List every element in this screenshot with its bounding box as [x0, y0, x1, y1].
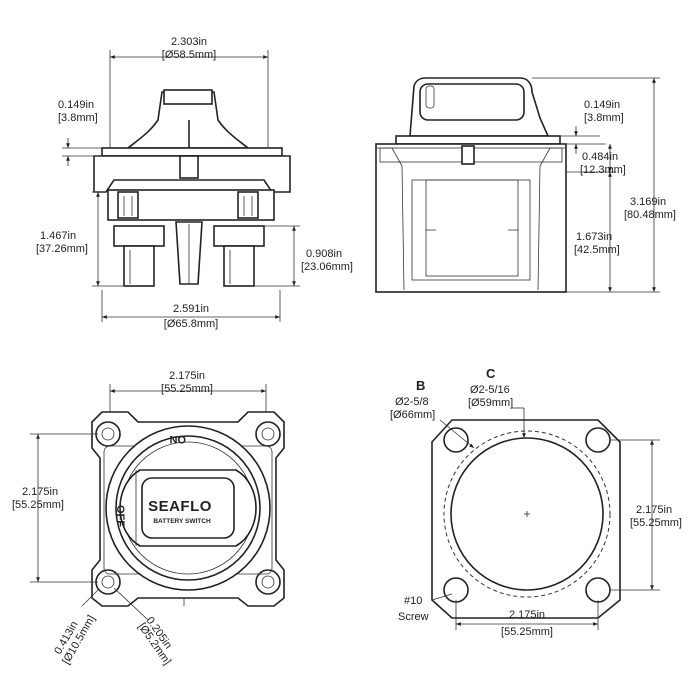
- top-view: 2.175in [55.25mm] SEAFLO BATTERY SWITCH …: [12, 370, 285, 667]
- cutout-width-in: 2.175in: [509, 609, 545, 621]
- front-view: 2.303in [Ø58.5mm] 0.149in: [36, 36, 353, 330]
- front-stud-in: 0.908in: [306, 248, 342, 260]
- cutout-width-mm: [55.25mm]: [501, 626, 553, 638]
- label-off: OFF: [114, 505, 126, 527]
- front-flange-in: 0.149in: [58, 99, 94, 111]
- side-view: 0.149in [3.8mm] 0.484in [12.3mm] 1.673in…: [375, 77, 676, 293]
- front-height-in: 1.467in: [40, 230, 76, 242]
- side-body-in: 1.673in: [576, 231, 612, 243]
- top-height-in: 2.175in: [22, 486, 58, 498]
- c-dim: Ø2-5/16: [470, 384, 510, 396]
- top-height-mm: [55.25mm]: [12, 499, 64, 511]
- label-c: C: [486, 366, 496, 381]
- b-dim: Ø2-5/8: [395, 396, 429, 408]
- label-b: B: [416, 378, 425, 393]
- side-plate-mm: [12.3mm]: [580, 164, 626, 176]
- front-flange-mm: [3.8mm]: [58, 112, 98, 124]
- side-total-in: 3.169in: [630, 196, 666, 208]
- side-body-mm: [42.5mm]: [574, 244, 620, 256]
- front-height-mm: [37.26mm]: [36, 243, 88, 255]
- screw-label: Screw: [398, 611, 429, 623]
- screw-number: #10: [404, 595, 422, 607]
- top-width-in: 2.175in: [169, 370, 205, 382]
- cutout-height-in: 2.175in: [636, 504, 672, 516]
- c-dim-mm: [Ø59mm]: [468, 397, 513, 409]
- label-on: ON: [169, 433, 186, 445]
- cutout-view: B Ø2-5/8 [Ø66mm] C Ø2-5/16 [Ø59mm] 2.175…: [390, 366, 682, 638]
- side-plate-in: 0.484in: [582, 151, 618, 163]
- front-width-bottom-in: 2.591in: [173, 303, 209, 315]
- front-width-bottom-mm: [Ø65.8mm]: [164, 318, 218, 330]
- top-width-mm: [55.25mm]: [161, 383, 213, 395]
- side-flange-mm: [3.8mm]: [584, 112, 624, 124]
- front-stud-mm: [23.06mm]: [301, 261, 353, 273]
- b-dim-mm: [Ø66mm]: [390, 409, 435, 421]
- cutout-height-mm: [55.25mm]: [630, 517, 682, 529]
- seaflo-logo: SEAFLO: [148, 498, 212, 515]
- side-flange-in: 0.149in: [584, 99, 620, 111]
- side-total-mm: [80.48mm]: [624, 209, 676, 221]
- seaflo-logo-sub: BATTERY SWITCH: [153, 518, 211, 525]
- front-width-top-mm: [Ø58.5mm]: [162, 49, 216, 61]
- front-width-top-in: 2.303in: [171, 36, 207, 48]
